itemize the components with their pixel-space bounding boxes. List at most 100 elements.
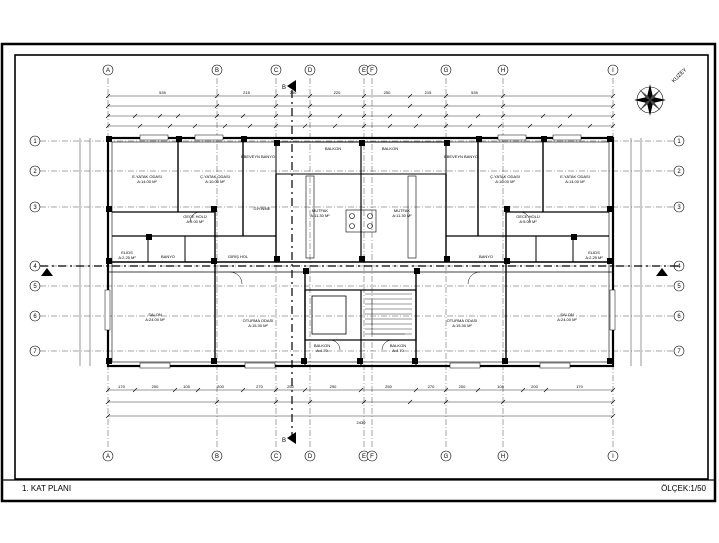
building-walls bbox=[106, 136, 615, 368]
room-name: EBEVEYN BANYO bbox=[241, 154, 275, 159]
column bbox=[106, 206, 112, 212]
dimension-tick bbox=[214, 103, 220, 109]
dimension-tick bbox=[105, 103, 111, 109]
section-marker-bottom: B bbox=[282, 432, 296, 444]
room-name: OTURMA ODASI bbox=[243, 318, 274, 323]
column bbox=[146, 234, 152, 240]
room-name: MUTFAK bbox=[394, 208, 411, 213]
dimension-text: 290 bbox=[330, 384, 337, 389]
room-name: GECE HOLÜ bbox=[516, 214, 540, 219]
stair-arrow bbox=[371, 300, 405, 335]
grid-col-label: F bbox=[370, 68, 374, 74]
dimension-tick bbox=[407, 399, 413, 405]
grid-bubble bbox=[607, 64, 619, 76]
column bbox=[106, 358, 112, 364]
dimension-tick bbox=[587, 123, 593, 129]
dimension-text: 200 bbox=[459, 384, 466, 389]
room-name: GİRİŞ HOL bbox=[228, 254, 249, 259]
grid-bubble bbox=[270, 64, 282, 76]
dimension-tick bbox=[361, 103, 367, 109]
column bbox=[359, 256, 365, 262]
grid-bubble bbox=[673, 345, 685, 357]
column bbox=[211, 358, 217, 364]
dimension-tick bbox=[195, 387, 201, 393]
room-name: ELİDS bbox=[588, 250, 600, 255]
dimension-tick bbox=[105, 413, 111, 419]
room-name: OTURMA ODASI bbox=[447, 318, 478, 323]
dimension-tick bbox=[157, 113, 163, 119]
room-area: A:24.00 M² bbox=[557, 317, 577, 322]
dimension-tick bbox=[175, 113, 181, 119]
dimension-tick bbox=[273, 93, 279, 99]
dimension-text: 215 bbox=[425, 90, 432, 95]
column bbox=[607, 136, 613, 142]
dimension-tick bbox=[540, 113, 546, 119]
room-label: GİRİŞ HOL bbox=[228, 254, 249, 259]
room-name: MUTFAK bbox=[312, 208, 329, 213]
room-area: A:10.00 M² bbox=[495, 179, 515, 184]
dimension-tick bbox=[273, 103, 279, 109]
dimension-tick bbox=[307, 103, 313, 109]
column bbox=[211, 206, 217, 212]
dimension-tick bbox=[443, 387, 449, 393]
grid-row-label: 3 bbox=[677, 205, 681, 211]
grid-row-label: 2 bbox=[677, 169, 681, 175]
scale-label: ÖLÇEK:1/50 bbox=[661, 484, 706, 493]
dimension-tick bbox=[273, 113, 279, 119]
dimension-tick bbox=[413, 123, 419, 129]
dimension-tick bbox=[337, 113, 343, 119]
column bbox=[607, 358, 613, 364]
stair-treads bbox=[365, 293, 412, 335]
dimension-text: 250 bbox=[385, 384, 392, 389]
dimension-tick bbox=[273, 399, 279, 405]
dimension-tick bbox=[497, 123, 503, 129]
grid-col-label: A bbox=[106, 454, 110, 460]
room-area: A:11.30 M² bbox=[392, 213, 412, 218]
column bbox=[176, 136, 182, 142]
grid-col-label: B bbox=[215, 454, 219, 460]
column bbox=[607, 206, 613, 212]
dimension-tick bbox=[172, 387, 178, 393]
dimension-tick bbox=[500, 93, 506, 99]
section-mark-top-label: B bbox=[282, 85, 286, 91]
dimension-tick bbox=[105, 387, 111, 393]
dimension-tick bbox=[610, 399, 616, 405]
dimension-text: 535 bbox=[471, 90, 478, 95]
grid-row-label: 1 bbox=[33, 139, 37, 145]
outer-frame bbox=[0, 42, 717, 503]
grid-bubble bbox=[304, 450, 316, 462]
dimension-tick bbox=[610, 113, 616, 119]
dimension-tick bbox=[361, 93, 367, 99]
grid-row-label: 5 bbox=[33, 284, 37, 290]
dimension-text: 200 bbox=[217, 384, 224, 389]
room-name: BALKON bbox=[325, 146, 341, 151]
dimension-tick bbox=[358, 387, 364, 393]
grid-col-label: B bbox=[215, 68, 219, 74]
dimension-tick bbox=[567, 113, 573, 119]
lower-balcony bbox=[304, 339, 417, 367]
dimension-tick bbox=[387, 123, 393, 129]
dimension-tick bbox=[214, 93, 220, 99]
room-area: A:14.00 M² bbox=[137, 179, 157, 184]
dimension-tick bbox=[307, 399, 313, 405]
room-name: BALKON bbox=[314, 343, 330, 348]
column bbox=[274, 140, 280, 146]
column bbox=[502, 358, 508, 364]
dimension-tick bbox=[332, 123, 338, 129]
dimension-tick bbox=[407, 103, 413, 109]
column bbox=[241, 136, 247, 142]
grid-col-label: H bbox=[501, 454, 505, 460]
grid-bubble bbox=[29, 135, 41, 147]
grid-row-label: 4 bbox=[677, 264, 681, 270]
